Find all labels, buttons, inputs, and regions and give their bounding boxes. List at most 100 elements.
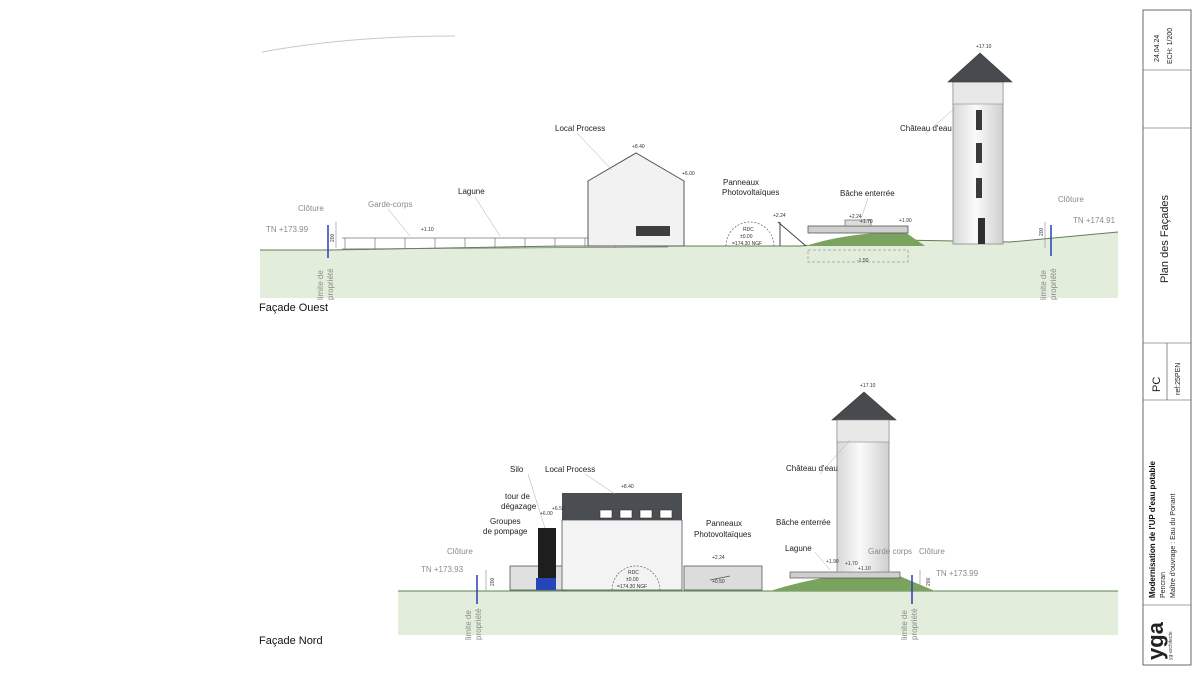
local-process-nord <box>561 519 683 591</box>
bache-buried-outline <box>807 249 909 263</box>
ground-line <box>260 231 1119 251</box>
level-top-process-nord: +8.40 <box>621 484 634 490</box>
height-200: 200 <box>330 233 336 242</box>
pv-panel <box>777 221 807 247</box>
label-bache: Bâche enterrée <box>840 189 895 198</box>
ground-band-nord <box>398 591 1118 635</box>
label-silo: Silo <box>510 465 524 474</box>
bache-hatch <box>844 219 872 227</box>
rdc-marker-nord: RDC ±0.00 =174.30 NGF <box>611 565 661 591</box>
limite-text-nord: limite de <box>464 610 473 640</box>
rdc-marker-ouest: RDC ±0.00 =174.30 NGF <box>725 221 775 247</box>
tb-phase: PC <box>1151 377 1163 392</box>
tb-maitre-ouvrage: Maître d'ouvrage : Eau du Ponant <box>1170 493 1177 598</box>
level-top-tower: +17.10 <box>976 44 992 50</box>
water-tower-ouest <box>947 52 1013 245</box>
rdc-text: RDC <box>743 227 754 233</box>
bache-structure <box>807 225 909 234</box>
pv-structure-nord <box>683 565 763 591</box>
label-lagune: Lagune <box>458 187 485 196</box>
propriete-text-nord-right: propriété <box>910 608 919 640</box>
label-local-process-nord: Local Process <box>545 465 595 474</box>
bache-mound <box>805 232 925 246</box>
property-limit-left-nord: 200 limite de propriété <box>464 570 496 640</box>
level-pv-nord: +2.24 <box>712 555 725 561</box>
tb-scale: ECH: 1/200 <box>1167 28 1174 64</box>
pump-group <box>536 578 556 590</box>
label-groupes: Groupes <box>490 517 521 526</box>
property-limit-left: 200 limite de propriété <box>316 222 337 300</box>
rdc-ngf: =174.30 NGF <box>732 241 762 247</box>
tn-right-nord: TN +173.99 <box>936 569 979 578</box>
level-gc: +1.10 <box>421 227 434 233</box>
label-chateau: Château d'eau <box>900 124 952 133</box>
height-200-right: 200 <box>1039 227 1045 236</box>
label-panneaux-nord: Panneaux <box>706 519 742 528</box>
label-chateau-nord: Château d'eau <box>786 464 838 473</box>
rdc-level-nord: ±0.00 <box>626 577 639 583</box>
rdc-text-nord: RDC <box>628 570 639 576</box>
label-lagune-nord: Lagune <box>785 544 812 553</box>
tb-date: 24.04.24 <box>1154 35 1161 62</box>
level-bache-low: -1.50 <box>857 258 869 264</box>
tb-logo-sub: yg-architecte <box>1168 631 1174 660</box>
water-tower-nord <box>831 391 897 573</box>
propriete-text-nord: propriété <box>474 608 483 640</box>
label-cloture-right: Clôture <box>1058 195 1084 204</box>
level-bache-1: +2.24 <box>849 214 862 220</box>
label-local-process: Local Process <box>555 124 605 133</box>
level-pv-low: +0.50 <box>712 579 725 585</box>
ground-band <box>260 250 1118 298</box>
label-cloture-nord-left: Clôture <box>447 547 473 556</box>
label-cloture-left: Clôture <box>298 204 324 213</box>
silo <box>538 528 556 588</box>
level-bache-3-nord: +1.10 <box>858 566 871 572</box>
label-garde-corps: Garde-corps <box>368 200 412 209</box>
tb-commune: Pencran <box>1160 572 1167 598</box>
tn-left: TN +173.99 <box>266 225 309 234</box>
level-bache-2: +1.70 <box>860 219 873 225</box>
tb-ref: ref:25PEN <box>1175 363 1182 395</box>
bache-nord <box>789 571 901 579</box>
height-200-nord: 200 <box>490 577 496 586</box>
local-process-building <box>587 152 685 247</box>
level-eave: +6.00 <box>682 171 695 177</box>
label-panneaux: Panneaux <box>723 178 759 187</box>
label-degazage: dégazage <box>501 502 537 511</box>
label-de-pompage: de pompage <box>483 527 528 536</box>
process-windows <box>599 509 673 519</box>
facade-nord: RDC ±0.00 =174.30 NGF 200 limite de prop… <box>259 383 1118 647</box>
level-top-tower-nord: +17.10 <box>860 383 876 389</box>
label-photovoltaiques-nord: Photovoltaïques <box>694 530 751 539</box>
property-limit-right: 200 limite de propriété <box>1039 222 1058 300</box>
propriete-text-right: propriété <box>1049 268 1058 300</box>
property-limit-right-nord: 200 limite de propriété <box>900 570 932 640</box>
title-block: 24.04.24 ECH: 1/200 Plan des Façades PC … <box>1142 9 1192 666</box>
level-silo-2: +6.50 <box>552 506 565 512</box>
limite-text-nord-right: limite de <box>900 610 909 640</box>
caption-facade-nord: Façade Nord <box>259 635 323 647</box>
limite-text-right: limite de <box>1039 270 1048 300</box>
level-silo-1: +6.00 <box>540 511 553 517</box>
height-200-nord-right: 200 <box>926 577 932 586</box>
sketch-arc <box>261 35 456 53</box>
label-garde-corps-nord: Garde corps <box>868 547 912 556</box>
process-canopy <box>636 226 670 236</box>
propriete-text: propriété <box>326 268 335 300</box>
level-bache-2-nord: +1.70 <box>845 561 858 567</box>
tb-sheet-title: Plan des Façades <box>1159 194 1171 283</box>
label-tour: tour de <box>505 492 530 501</box>
level-top-process: +8.40 <box>632 144 645 150</box>
level-bache-3: +1.90 <box>899 218 912 224</box>
caption-facade-ouest: Façade Ouest <box>259 302 328 314</box>
label-bache-nord: Bâche enterrée <box>776 518 831 527</box>
label-photovoltaiques: Photovoltaïques <box>722 188 779 197</box>
limite-text: limite de <box>316 270 325 300</box>
facade-ouest: RDC ±0.00 =174.30 NGF 200 limite de prop… <box>259 35 1119 314</box>
tb-logo: yga <box>1143 621 1168 660</box>
level-bache-1-nord: +1.90 <box>826 559 839 565</box>
rdc-ngf-nord: =174.30 NGF <box>617 584 647 590</box>
level-pv: +2.24 <box>773 213 786 219</box>
